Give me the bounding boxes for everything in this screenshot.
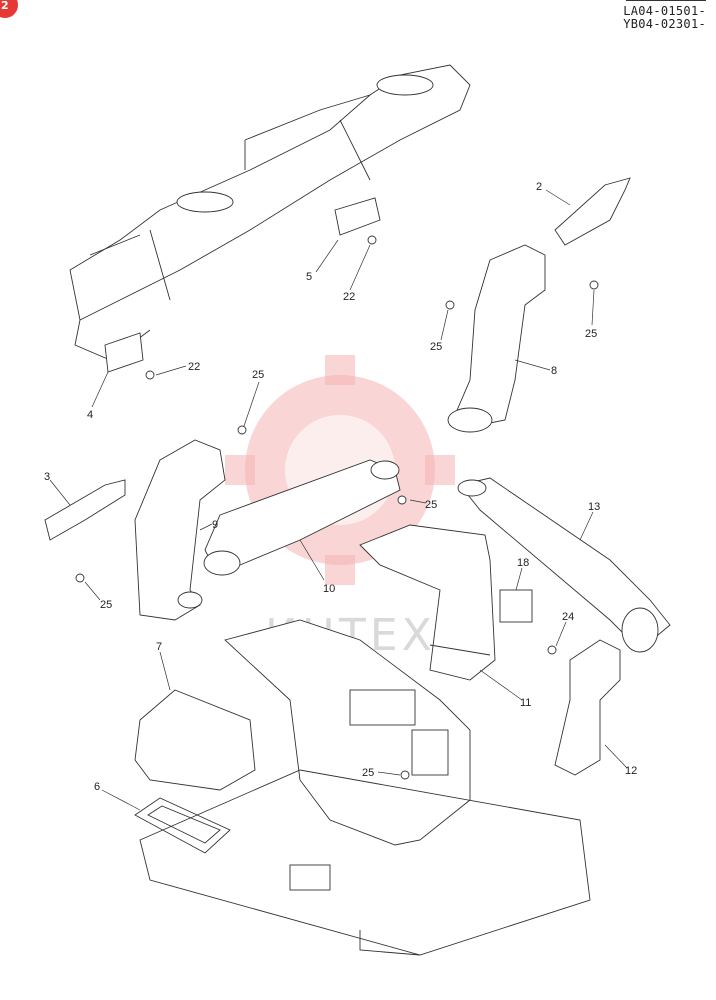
floor-plate bbox=[139, 769, 591, 956]
heater-unit bbox=[224, 619, 471, 846]
callout-6: 6 bbox=[94, 781, 100, 793]
duct-10 bbox=[203, 459, 401, 576]
callout-5: 5 bbox=[306, 271, 312, 283]
gasket-6 bbox=[134, 797, 231, 854]
page-number-badge: 2 bbox=[0, 0, 18, 18]
callout-9: 9 bbox=[212, 519, 218, 531]
callout-2: 2 bbox=[536, 181, 542, 193]
callout-25-c: 25 bbox=[252, 369, 264, 381]
serial-range-2: YB04-02301- bbox=[623, 17, 706, 31]
callout-25-e: 25 bbox=[425, 499, 437, 511]
page-number: 2 bbox=[1, 0, 9, 12]
callout-25-a: 25 bbox=[430, 341, 442, 353]
callout-labels: 2 5 22 25 25 8 22 4 25 3 9 25 10 13 25 1… bbox=[44, 181, 637, 793]
callout-22-upper: 22 bbox=[343, 291, 355, 303]
callout-12: 12 bbox=[625, 765, 637, 777]
duct-11 bbox=[359, 524, 496, 681]
callout-18: 18 bbox=[517, 557, 529, 569]
bolts bbox=[75, 235, 599, 780]
dashboard-frame bbox=[69, 64, 471, 361]
duct-12 bbox=[554, 639, 621, 776]
callout-10: 10 bbox=[323, 583, 335, 595]
callout-25-b: 25 bbox=[585, 328, 597, 340]
filter-7 bbox=[134, 689, 256, 791]
duct-13 bbox=[457, 477, 671, 653]
callout-24: 24 bbox=[562, 611, 574, 623]
callout-22-lower: 22 bbox=[188, 361, 200, 373]
callout-11: 11 bbox=[520, 697, 531, 709]
bracket-3 bbox=[44, 479, 126, 541]
callout-3: 3 bbox=[44, 471, 50, 483]
serial-range-1: LA04-01501- bbox=[623, 4, 706, 18]
header-rule bbox=[626, 0, 706, 1]
callout-25-d: 25 bbox=[100, 599, 112, 611]
duct-8 bbox=[447, 244, 546, 433]
block-18 bbox=[499, 589, 533, 623]
bracket-5 bbox=[334, 197, 381, 236]
bracket-4 bbox=[104, 332, 144, 373]
leader-lines bbox=[49, 189, 628, 811]
callout-25-f: 25 bbox=[362, 767, 374, 779]
callout-4: 4 bbox=[87, 409, 93, 421]
callout-13: 13 bbox=[588, 501, 600, 513]
callout-8: 8 bbox=[551, 365, 557, 377]
bracket-2 bbox=[554, 177, 631, 246]
duct-9 bbox=[134, 439, 226, 621]
callout-7: 7 bbox=[156, 641, 162, 653]
